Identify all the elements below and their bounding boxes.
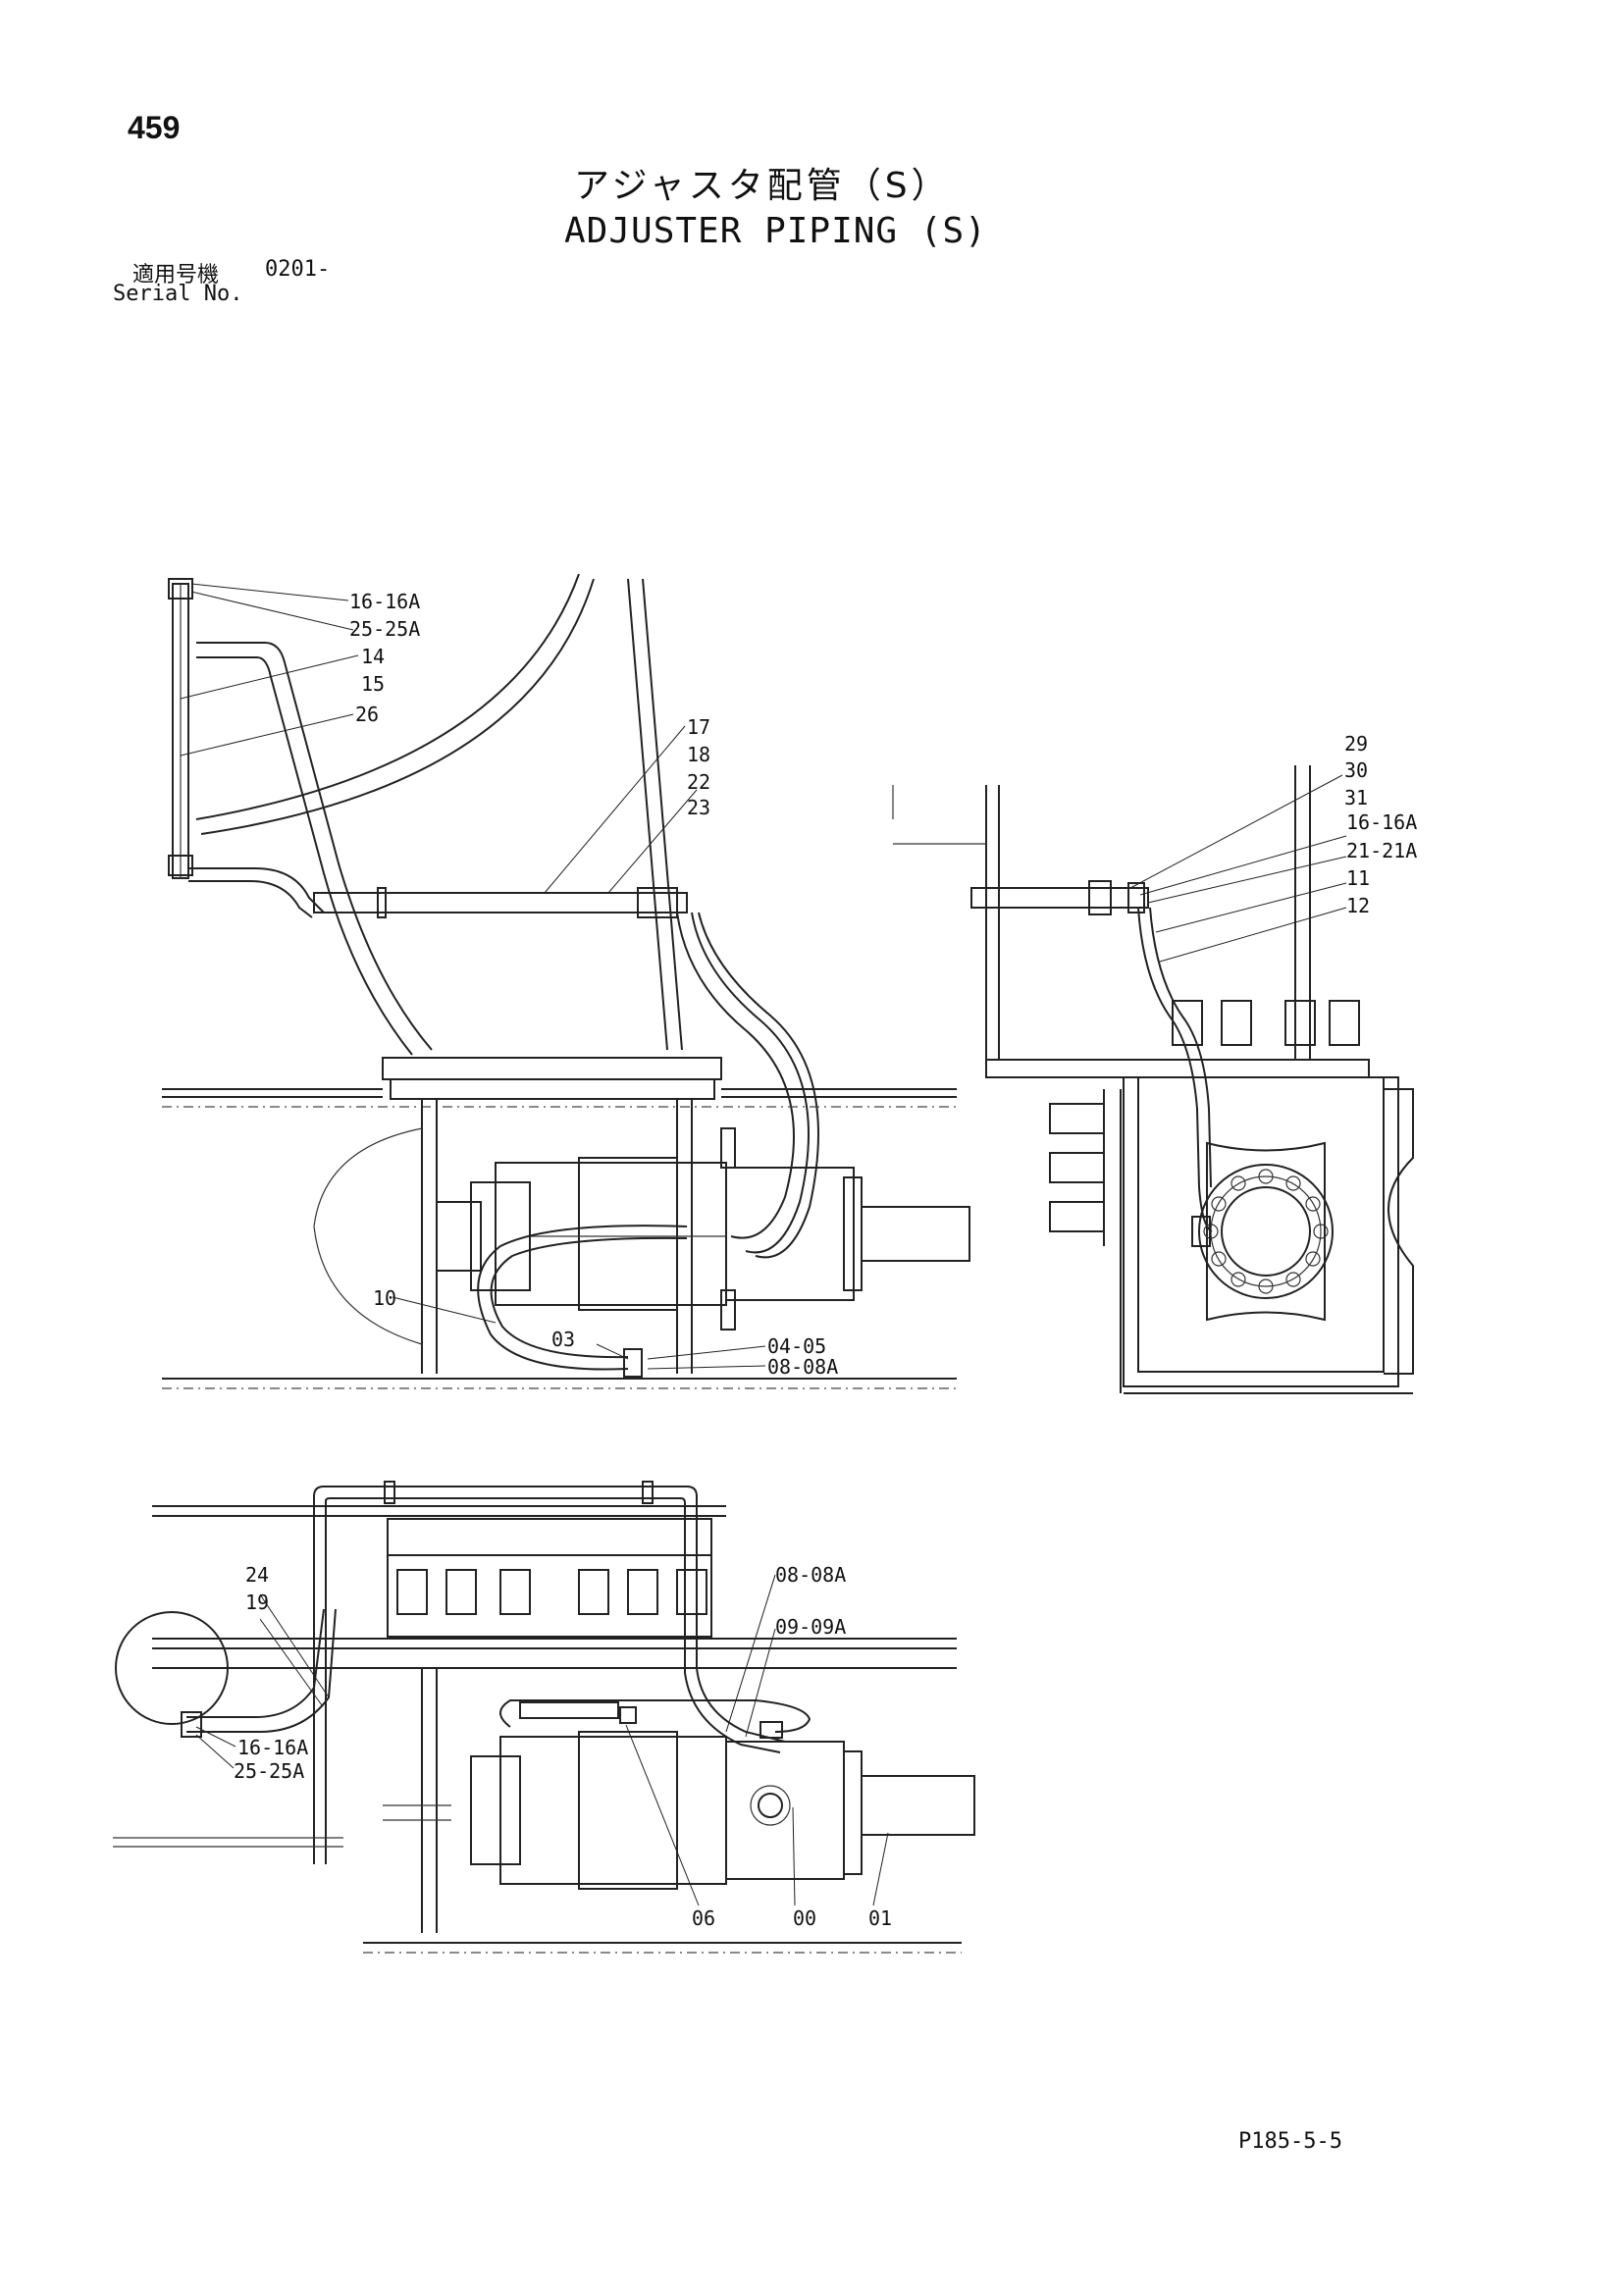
callout-label: 22	[687, 770, 710, 794]
callout-label: 06	[692, 1906, 715, 1930]
bottom-view	[113, 1481, 975, 1954]
callout-label: 18	[687, 743, 710, 766]
serial-label-japanese: 適用号機	[132, 263, 220, 287]
callout-label: 03	[551, 1328, 575, 1351]
callout-label: 15	[361, 672, 385, 696]
callout-label: 26	[355, 703, 379, 726]
serial-value: 0201-	[265, 257, 331, 282]
callout-label: 01	[868, 1906, 892, 1930]
callout-label: 04-05	[767, 1334, 826, 1358]
callout-label: 10	[373, 1286, 396, 1310]
page-number: 459	[128, 110, 181, 145]
callout-label: 29	[1344, 732, 1368, 756]
callout-label: 16-16A	[237, 1736, 308, 1759]
top-right-view	[892, 765, 1414, 1394]
callout-label: 09-09A	[775, 1615, 846, 1639]
callout-label: 24	[245, 1563, 269, 1587]
callout-label: 30	[1344, 758, 1368, 782]
callout-label: 25-25A	[234, 1759, 304, 1783]
callout-label: 14	[361, 645, 385, 668]
callout-label: 31	[1344, 786, 1368, 809]
callout-label: 00	[793, 1906, 816, 1930]
top-left-view	[162, 573, 970, 1389]
page-code: P185-5-5	[1238, 2129, 1342, 2154]
callout-label: 16-16A	[349, 590, 420, 613]
callout-label: 25-25A	[349, 617, 420, 641]
callout-label: 08-08A	[767, 1355, 838, 1379]
callout-label: 12	[1346, 894, 1370, 917]
title-japanese: アジャスタ配管（S）	[574, 166, 951, 206]
callout-labels: 16-16A 25-25A 14 15 26 17 18 22 23 10 03…	[234, 590, 1417, 1930]
callout-label: 08-08A	[775, 1563, 846, 1587]
callout-label: 11	[1346, 866, 1370, 890]
callout-label: 17	[687, 715, 710, 739]
serial-label-english: Serial No.	[113, 282, 243, 306]
title-english: ADJUSTER PIPING (S)	[564, 211, 987, 251]
callout-label: 23	[687, 796, 710, 819]
callout-label: 19	[245, 1591, 269, 1614]
leader-lines	[180, 583, 1347, 1906]
callout-label: 16-16A	[1346, 810, 1417, 834]
callout-label: 21-21A	[1346, 839, 1417, 862]
